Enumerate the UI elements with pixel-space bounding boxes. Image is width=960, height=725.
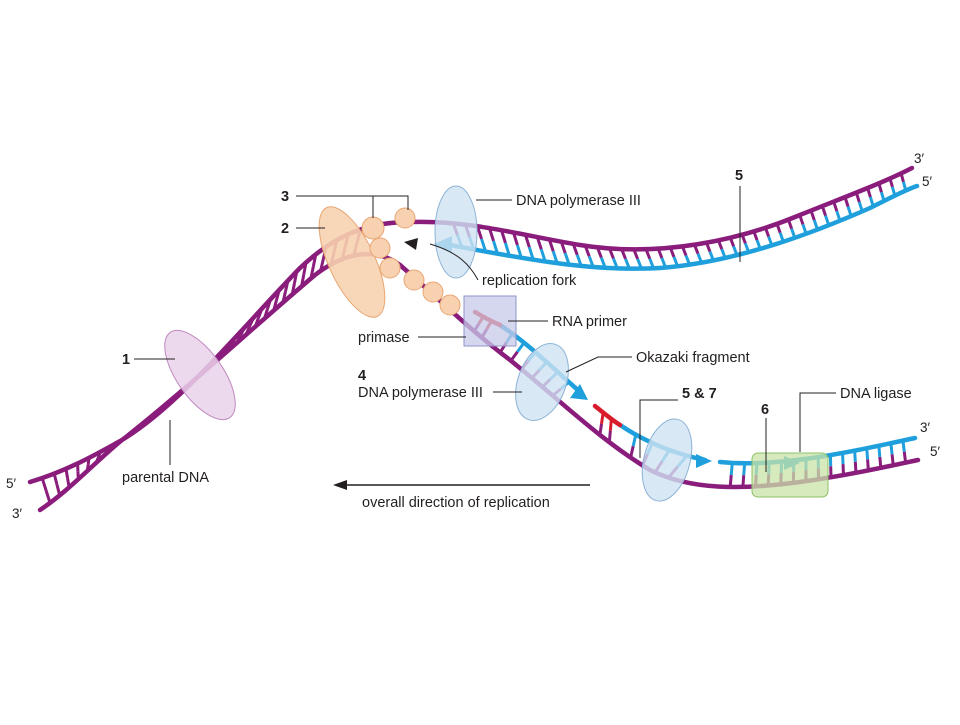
number-5-and-7: 5 & 7 xyxy=(682,386,717,402)
base-pair-half xyxy=(856,193,859,202)
base-pair-half xyxy=(811,211,814,221)
label-dna-polymerase-lower: DNA polymerase III xyxy=(358,385,483,401)
label-replication-fork: replication fork xyxy=(482,273,577,289)
ssb-protein xyxy=(370,238,390,258)
leader-3 xyxy=(296,196,408,210)
ssb-protein xyxy=(423,282,443,302)
label-dna-ligase: DNA ligase xyxy=(840,386,912,402)
label-primase: primase xyxy=(358,330,410,346)
base-pair-half xyxy=(98,452,100,457)
base-pair-half xyxy=(731,463,732,475)
overall-direction-arrowhead xyxy=(333,480,347,490)
base-pair-half xyxy=(87,464,88,471)
ssb-protein xyxy=(440,295,460,315)
number-4: 4 xyxy=(358,368,366,384)
base-pair-half xyxy=(602,413,604,424)
base-pair-half xyxy=(891,443,892,454)
leader-dna-ligase xyxy=(800,393,836,452)
base-pair-half xyxy=(822,206,825,216)
okazaki-arrowhead-2 xyxy=(696,454,712,468)
base-pair-half xyxy=(511,352,518,361)
label-parental-dna: parental DNA xyxy=(122,470,209,486)
base-pair-half xyxy=(631,446,634,457)
base-pair-half xyxy=(870,197,873,206)
base-pair-half xyxy=(66,469,68,478)
base-pair-half xyxy=(837,211,840,221)
end-bottom-right-5-prime: 5′ xyxy=(930,444,941,459)
replication-fork-arrowhead xyxy=(404,238,418,250)
base-pair-half xyxy=(834,202,837,212)
base-pair-half xyxy=(867,448,868,459)
base-pair-half xyxy=(609,431,610,443)
base-pair-half xyxy=(903,441,904,452)
base-pair-half xyxy=(610,419,611,431)
ssb-protein xyxy=(404,270,424,290)
base-pair-half xyxy=(855,451,856,462)
base-pair-half xyxy=(744,463,745,475)
base-pair-half xyxy=(600,424,602,435)
label-overall-direction: overall direction of replication xyxy=(362,495,550,511)
number-3: 3 xyxy=(281,189,289,205)
number-1: 1 xyxy=(122,352,130,368)
base-pair-half xyxy=(46,490,50,502)
label-rna-primer: RNA primer xyxy=(552,314,627,330)
end-left-5-prime: 5′ xyxy=(6,476,17,491)
number-2: 2 xyxy=(281,221,289,237)
base-pair-half xyxy=(96,457,98,462)
end-left-3-prime: 3′ xyxy=(12,506,23,521)
base-pair-half xyxy=(879,183,882,192)
base-pair-half xyxy=(54,474,57,485)
base-pair-half xyxy=(517,343,524,352)
number-6: 6 xyxy=(761,402,769,418)
base-pair-half xyxy=(633,435,636,446)
rna-primer-segment-2 xyxy=(595,406,620,425)
dna-ligase-protein xyxy=(752,453,828,497)
base-pair-half xyxy=(42,478,46,490)
base-pair-half xyxy=(868,459,869,470)
label-dna-polymerase-top: DNA polymerase III xyxy=(516,193,641,209)
base-pair-half xyxy=(855,462,856,473)
base-pair-half xyxy=(68,478,70,487)
base-pair-half xyxy=(892,454,893,465)
base-pair-half xyxy=(845,197,848,206)
base-pair-half xyxy=(730,475,731,487)
dna-polymerase-iii-lagging-2 xyxy=(634,413,700,506)
ssb-protein xyxy=(395,208,415,228)
leader-okazaki xyxy=(566,357,632,372)
base-pair-half xyxy=(743,475,744,487)
number-5: 5 xyxy=(735,168,743,184)
base-pair-half xyxy=(879,446,880,457)
base-pair-half xyxy=(880,457,881,468)
label-okazaki-fragment: Okazaki fragment xyxy=(636,350,750,366)
dna-polymerase-iii-lagging xyxy=(506,336,578,428)
base-pair-half xyxy=(57,484,60,495)
base-pair-half xyxy=(88,458,89,465)
leading-strand-duplex xyxy=(410,168,917,269)
base-pair-half xyxy=(859,202,862,211)
ssb-protein xyxy=(362,217,384,239)
proteins xyxy=(151,186,828,507)
base-pair-half xyxy=(800,215,803,224)
end-top-right-3-prime: 3′ xyxy=(914,151,925,166)
dna-polymerase-iii-leading xyxy=(435,186,477,278)
ssb-protein xyxy=(380,258,400,278)
base-pair-half xyxy=(848,207,851,216)
base-pair-half xyxy=(904,452,905,463)
base-pair-half xyxy=(868,188,871,197)
end-bottom-right-3-prime: 3′ xyxy=(920,420,931,435)
end-top-right-5-prime: 5′ xyxy=(922,174,933,189)
